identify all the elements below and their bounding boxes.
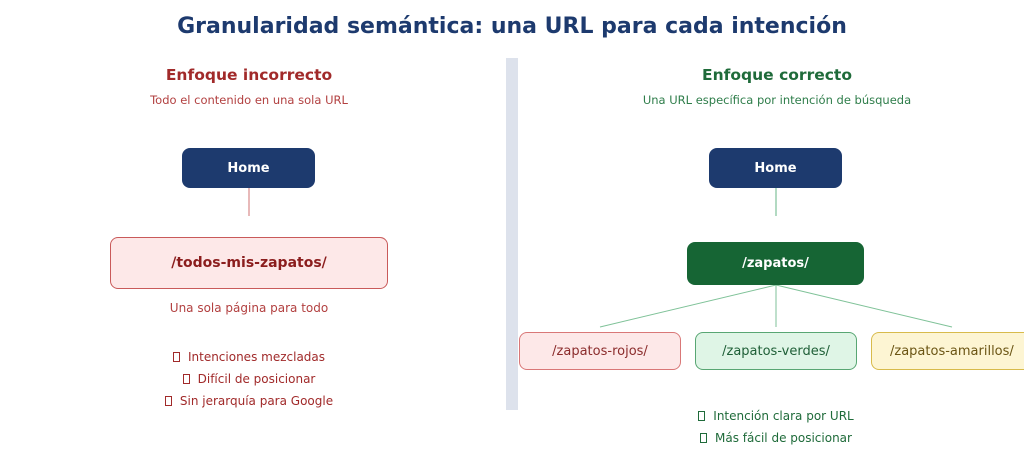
list-bullet-icon — [700, 433, 708, 443]
list-item: Intención clara por URL — [616, 405, 936, 427]
correct-subtitle: Una URL específica por intención de búsq… — [642, 93, 912, 107]
section-divider — [506, 58, 518, 410]
incorrect-caption: Una sola página para todo — [169, 301, 329, 315]
list-item: Más fácil de posicionar — [616, 427, 936, 449]
zapatos-verdes-node: /zapatos-verdes/ — [695, 332, 857, 370]
home-node-incorrect: Home — [182, 148, 315, 188]
list-bullet-icon — [182, 374, 190, 384]
list-item: Intenciones mezcladas — [88, 346, 410, 368]
correct-benefits-list: Intención clara por URL Más fácil de pos… — [616, 405, 936, 449]
connector-zapatos-amarillos — [775, 284, 953, 328]
todos-mis-zapatos-node: /todos-mis-zapatos/ — [110, 237, 388, 289]
zapatos-rojos-node: /zapatos-rojos/ — [519, 332, 681, 370]
list-item: Sin jerarquía para Google — [88, 390, 410, 412]
zapatos-node: /zapatos/ — [687, 242, 864, 285]
list-bullet-icon — [164, 396, 172, 406]
home-node-correct: Home — [709, 148, 842, 188]
incorrect-heading: Enfoque incorrecto — [165, 66, 333, 84]
zapatos-amarillos-node: /zapatos-amarillos/ — [871, 332, 1024, 370]
list-bullet-icon — [172, 352, 180, 362]
correct-heading: Enfoque correcto — [702, 66, 852, 84]
page-title: Granularidad semántica: una URL para cad… — [177, 14, 847, 39]
connector-zapatos-rojos — [599, 284, 777, 328]
list-bullet-icon — [698, 411, 706, 421]
incorrect-issues-list: Intenciones mezcladas Difícil de posicio… — [88, 346, 410, 412]
list-item: Difícil de posicionar — [88, 368, 410, 390]
incorrect-subtitle: Todo el contenido en una sola URL — [150, 93, 348, 107]
